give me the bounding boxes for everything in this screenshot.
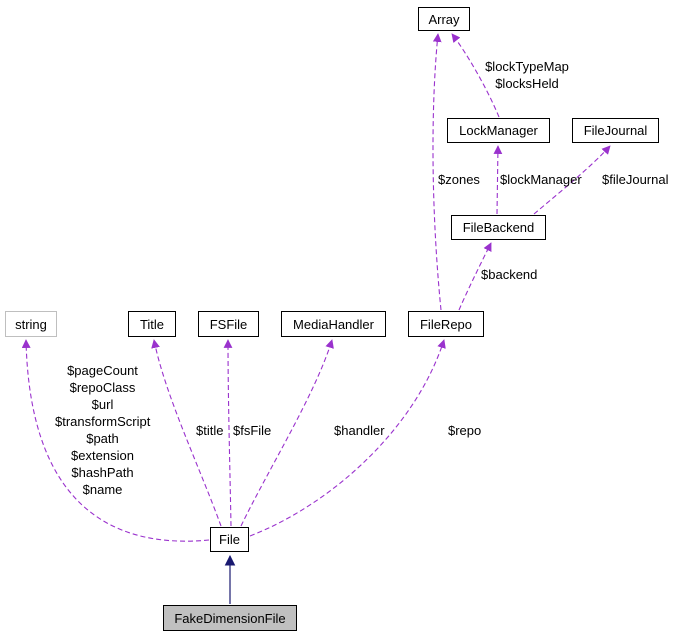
node-string: string: [5, 311, 57, 337]
node-array[interactable]: Array: [418, 7, 470, 31]
edge-file-to-string: [21, 339, 210, 542]
edge-label-line: $name: [82, 482, 123, 497]
edge-label-line: $lockTypeMap: [485, 59, 569, 74]
edge-label-backend: $backend: [481, 267, 538, 282]
edge-label-repo: $repo: [448, 423, 482, 438]
edge-label-line: $locksHeld: [495, 76, 559, 91]
edge-filebackend-to-filejournal: [533, 145, 611, 215]
node-lockmanager[interactable]: LockManager: [447, 118, 550, 143]
edge-label-zones: $zones: [438, 172, 480, 187]
edge-label-line: $pageCount: [67, 363, 138, 378]
edge-label-fsfile: $fsFile: [233, 423, 272, 438]
edge-label-title: $title: [196, 423, 224, 438]
node-fakedimensionfile: FakeDimensionFile: [163, 605, 297, 631]
node-filebackend[interactable]: FileBackend: [451, 215, 546, 240]
edge-file-to-title: [151, 339, 222, 527]
edge-lockmanager-to-array: [451, 33, 500, 118]
node-title[interactable]: Title: [128, 311, 176, 337]
edge-label-line: $path: [86, 431, 119, 446]
node-filejournal[interactable]: FileJournal: [572, 118, 659, 143]
node-file[interactable]: File: [210, 527, 249, 552]
edge-file-to-fsfile: [223, 339, 233, 527]
node-filerepo[interactable]: FileRepo: [408, 311, 484, 337]
edge-label-filejournal: $fileJournal: [602, 172, 669, 187]
edge-label-lockmanager: $lockManager: [500, 172, 582, 187]
edge-label-line: $repoClass: [69, 380, 136, 395]
edge-label-file-string-props: $pageCount $repoClass $url $transformScr…: [55, 362, 150, 498]
edge-filebackend-to-lockmanager: [493, 145, 503, 215]
edge-filerepo-to-filebackend: [458, 242, 492, 311]
edge-file-to-filerepo: [249, 339, 446, 537]
edge-label-line: $hashPath: [71, 465, 134, 480]
node-fsfile[interactable]: FSFile: [198, 311, 259, 337]
edge-label-handler: $handler: [334, 423, 385, 438]
edge-file-to-mediahandler: [240, 339, 334, 527]
edge-label-line: $transformScript: [55, 414, 151, 429]
edge-filerepo-to-array: [432, 33, 442, 311]
edge-label-line: $url: [91, 397, 114, 412]
edge-label-line: $extension: [71, 448, 134, 463]
edge-label-locktypemap-locksheld: $lockTypeMap $locksHeld: [483, 58, 571, 92]
node-mediahandler[interactable]: MediaHandler: [281, 311, 386, 337]
